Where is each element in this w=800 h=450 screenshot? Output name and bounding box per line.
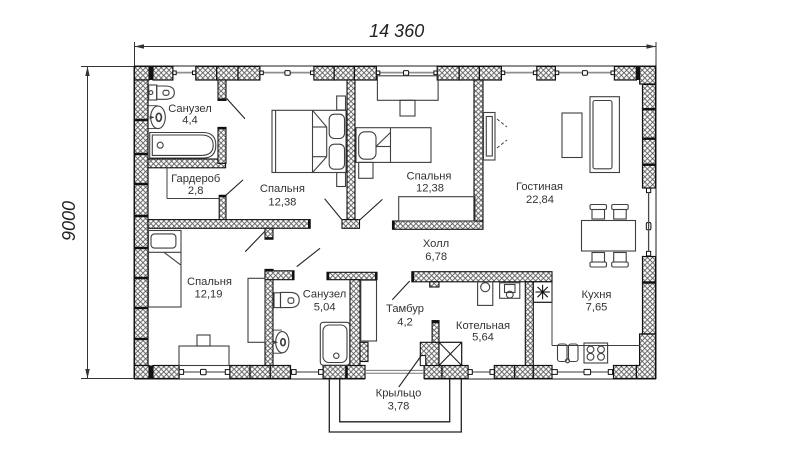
svg-text:5,64: 5,64 (472, 331, 494, 343)
svg-text:5,04: 5,04 (314, 301, 336, 313)
svg-text:Тамбур: Тамбур (386, 303, 424, 315)
svg-text:9000: 9000 (59, 201, 79, 241)
svg-text:Спальня: Спальня (187, 276, 232, 288)
svg-text:Спальня: Спальня (407, 170, 452, 182)
svg-text:4,2: 4,2 (397, 316, 413, 328)
svg-text:Котельная: Котельная (456, 320, 510, 332)
svg-text:Холл: Холл (423, 238, 449, 250)
svg-text:6,78: 6,78 (425, 251, 447, 263)
svg-text:14 360: 14 360 (369, 21, 424, 41)
svg-text:Спальня: Спальня (260, 183, 305, 195)
svg-text:Гостиная: Гостиная (516, 181, 563, 193)
svg-text:22,84: 22,84 (526, 194, 554, 206)
svg-text:2,8: 2,8 (188, 185, 204, 197)
svg-text:Кухня: Кухня (582, 289, 612, 301)
svg-text:12,38: 12,38 (416, 183, 444, 195)
svg-text:12,19: 12,19 (195, 288, 223, 300)
svg-text:Санузел: Санузел (168, 103, 212, 115)
svg-text:12,38: 12,38 (268, 196, 296, 208)
svg-text:7,65: 7,65 (586, 301, 608, 313)
svg-text:Крыльцо: Крыльцо (376, 388, 422, 400)
svg-text:Гардероб: Гардероб (171, 173, 220, 185)
svg-text:Санузел: Санузел (303, 289, 347, 301)
svg-text:3,78: 3,78 (388, 400, 410, 412)
svg-text:4,4: 4,4 (182, 115, 198, 127)
